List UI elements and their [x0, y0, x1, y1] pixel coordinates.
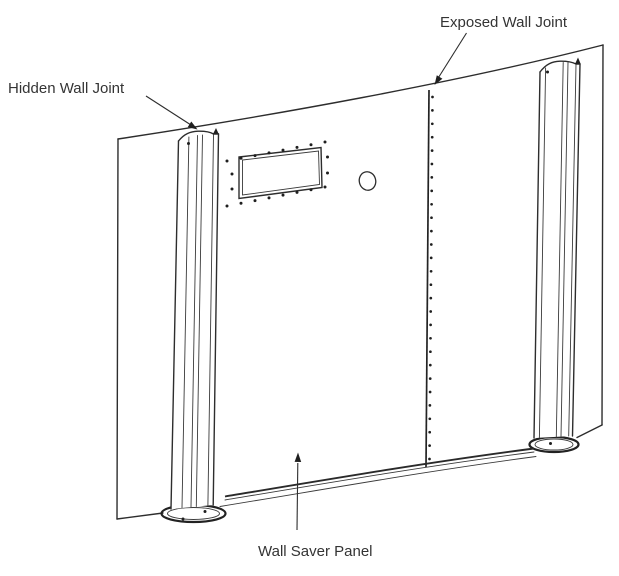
panel-left-edge: [116, 138, 119, 520]
access-plate-inner: [242, 150, 320, 196]
right-post-rib: [560, 62, 569, 437]
right-base-plate-inner: [534, 438, 574, 451]
hidden-wall-joint-leader: [145, 95, 192, 126]
left-post-rib: [207, 134, 214, 506]
panel-bottom-left-edge: [116, 512, 164, 520]
left-post-right-edge: [212, 133, 220, 506]
right-post-rib: [555, 62, 564, 438]
panel-top-edge: [117, 44, 604, 140]
right-post-cap: [539, 60, 581, 73]
right-post-cap-screw: [546, 70, 549, 74]
left-post: [170, 128, 220, 510]
plate-screws-right: [326, 155, 329, 175]
joint-seam-line: [425, 89, 430, 468]
right-post-body: [534, 64, 580, 438]
panel-right-edge: [601, 44, 604, 426]
plate-screws-top: [225, 140, 327, 163]
access-plate-outer: [238, 146, 323, 200]
callout-wall-saver-panel: Wall Saver Panel: [258, 452, 373, 560]
left-base-screw: [181, 517, 185, 521]
left-post-cap-screw: [187, 142, 190, 145]
left-post-body: [171, 134, 219, 509]
right-post-rib: [568, 64, 577, 437]
left-base-screw: [203, 510, 207, 513]
right-base-plate: [528, 435, 580, 454]
wall-saver-panel-leader: [296, 462, 299, 531]
exposed-wall-joint-arrowhead: [434, 75, 443, 85]
right-post: [533, 57, 581, 439]
rail-bottom-line: [219, 456, 537, 507]
wall-saver-rail: [219, 447, 537, 507]
plate-screws-left: [230, 172, 234, 191]
right-post-base: [528, 435, 580, 454]
right-post-cap-tab: [575, 57, 581, 64]
wall-panel: [116, 44, 604, 520]
right-post-right-edge: [571, 63, 581, 437]
joint-rivet-dots: [428, 95, 434, 461]
left-post-rib: [181, 136, 190, 509]
panel-bottom-right-edge: [576, 424, 603, 439]
left-base-plate-inner: [167, 507, 220, 520]
wall-saver-panel-arrowhead: [294, 452, 302, 462]
right-post-rib: [538, 67, 547, 438]
port-hole: [358, 171, 377, 191]
hidden-wall-joint-label: Hidden Wall Joint: [8, 80, 125, 97]
wall-saver-panel-label: Wall Saver Panel: [258, 543, 373, 560]
callout-exposed-wall-joint: Exposed Wall Joint: [434, 14, 568, 85]
hidden-wall-joint-arrowhead: [187, 121, 198, 130]
left-post-rib: [195, 134, 203, 507]
plate-screws-bottom: [225, 185, 327, 208]
left-post-rib: [190, 135, 198, 508]
right-post-left-edge: [533, 71, 541, 439]
exposed-wall-joint-seam: [425, 89, 434, 468]
access-plate: [225, 140, 329, 208]
right-base-screw: [549, 442, 552, 445]
exposed-wall-joint-label: Exposed Wall Joint: [440, 14, 568, 31]
left-post-cap: [177, 130, 220, 142]
callout-hidden-wall-joint: Hidden Wall Joint: [8, 80, 198, 130]
left-post-cap-tab: [213, 128, 219, 134]
rail-top-line: [224, 447, 535, 498]
exposed-wall-joint-leader: [438, 32, 467, 78]
left-post-left-edge: [170, 140, 180, 510]
rail-mid-line: [224, 451, 535, 501]
